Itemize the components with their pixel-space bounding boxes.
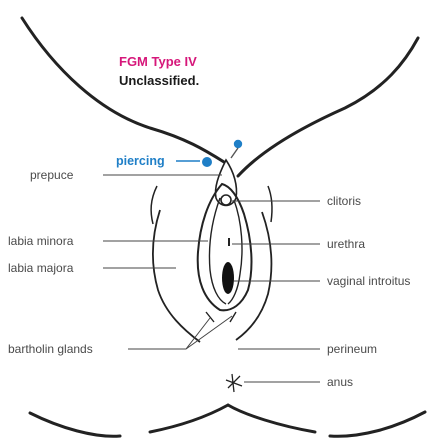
label-bartholin-glands: bartholin glands bbox=[8, 342, 93, 356]
thigh-crease-left bbox=[151, 186, 157, 224]
label-urethra: urethra bbox=[327, 237, 365, 251]
lower-body-outline bbox=[30, 405, 425, 436]
label-piercing: piercing bbox=[116, 154, 165, 168]
label-perineum: perineum bbox=[327, 342, 377, 356]
diagram-title: FGM Type IV bbox=[119, 54, 197, 69]
piercing-ball-lower bbox=[202, 157, 212, 167]
labia-majora-left-contour bbox=[153, 210, 200, 342]
piercing-ball-upper bbox=[234, 140, 242, 148]
bartholin-gland-mark-left bbox=[206, 312, 214, 322]
leader-bartholin-glands bbox=[128, 316, 232, 349]
piercing-bar bbox=[231, 148, 238, 158]
left-thigh-outline bbox=[22, 18, 224, 162]
label-prepuce: prepuce bbox=[30, 168, 73, 182]
label-vaginal-introitus: vaginal introitus bbox=[327, 274, 410, 288]
label-anus: anus bbox=[327, 375, 353, 389]
label-labia-minora: labia minora bbox=[8, 234, 73, 248]
vaginal-introitus-shape bbox=[222, 262, 234, 294]
label-labia-majora: labia majora bbox=[8, 261, 73, 275]
diagram-subtitle: Unclassified. bbox=[119, 73, 199, 88]
thigh-crease-right bbox=[268, 186, 272, 222]
clitoris-shape bbox=[221, 195, 231, 205]
right-thigh-outline bbox=[238, 38, 418, 176]
label-clitoris: clitoris bbox=[327, 194, 361, 208]
anus-shape bbox=[226, 374, 242, 392]
